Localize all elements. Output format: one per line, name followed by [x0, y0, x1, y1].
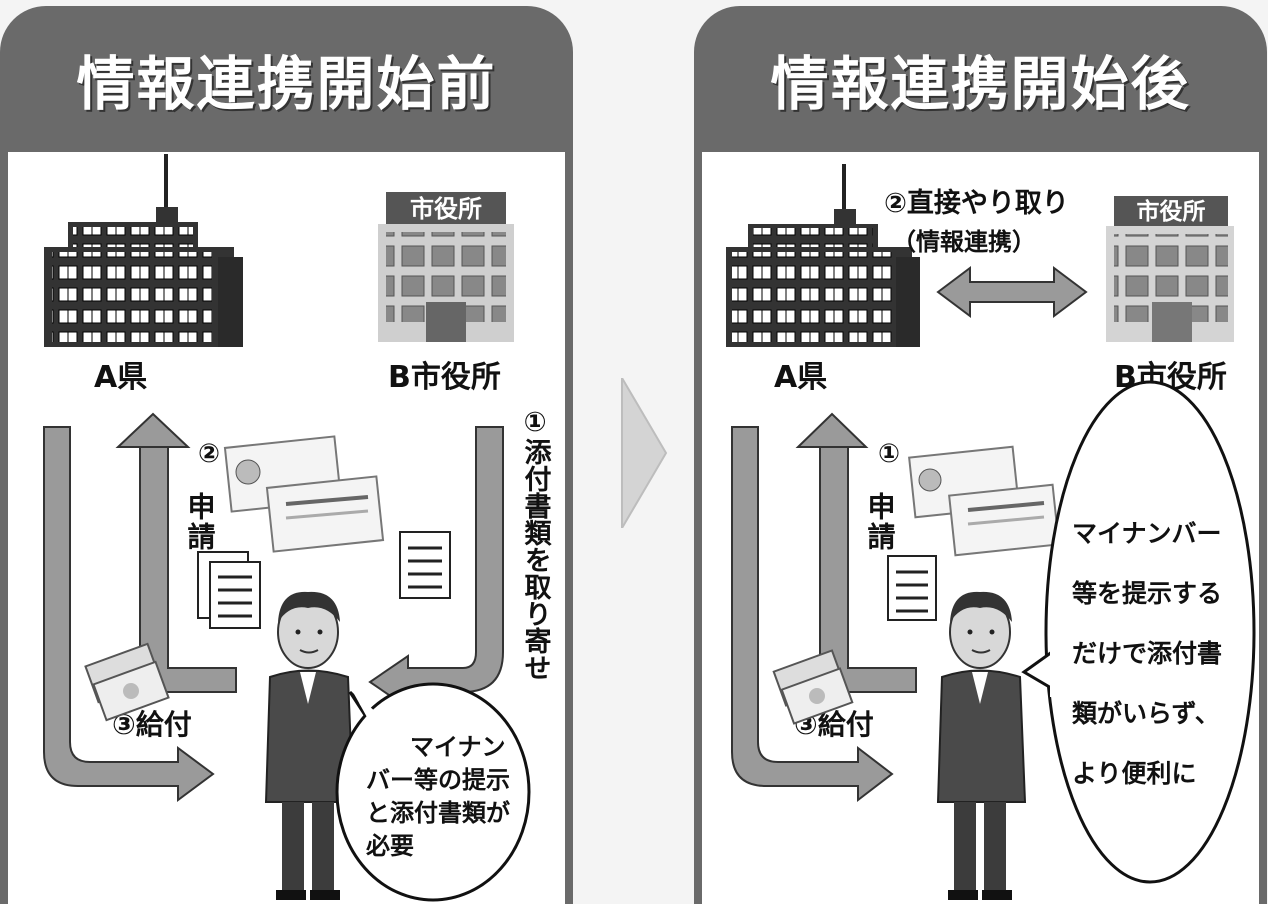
- city-sign-text: 市役所: [1137, 198, 1206, 225]
- bubble-line: 必要: [366, 832, 414, 860]
- city-sign-text: 市役所: [410, 195, 482, 223]
- bubble-line: 等を提示する: [1072, 579, 1222, 608]
- bubble-line: と添付書類が: [366, 799, 510, 827]
- document-icon: [887, 555, 937, 621]
- prefecture-building-icon: [726, 164, 920, 347]
- bubble-line: マイナン: [410, 733, 506, 761]
- step1-label: ①添付書類を取り寄せ: [520, 407, 552, 681]
- pref-label: A県: [94, 360, 147, 395]
- step2-label: 申請: [184, 492, 217, 552]
- id-card-icon: [223, 435, 385, 553]
- person-icon: [264, 591, 355, 900]
- bubble-line: だけで添付書: [1072, 639, 1222, 668]
- panel-title: 情報連携開始前: [76, 50, 497, 118]
- step2-number: ②: [198, 439, 220, 469]
- bubble-line: より便利に: [1072, 759, 1197, 788]
- exchange-sub-label: （情報連携）: [892, 228, 1036, 256]
- city-hall-building-icon: 市役所: [1106, 196, 1234, 342]
- before-diagram: A県 市役所 B市役所 ② 申請 ①添付書類を取り寄せ ③給付: [43, 154, 552, 902]
- city-label: B市役所: [388, 360, 501, 395]
- pref-label: A県: [774, 360, 827, 395]
- bubble-line: バー等の提示: [366, 766, 510, 794]
- panel-body: A県 市役所 B市役所 ② 申請 ①添付書類を取り寄せ ③給付: [8, 152, 565, 904]
- double-arrow-icon: [936, 266, 1088, 318]
- bubble-line: 類がいらず、: [1072, 699, 1220, 728]
- document-icon: [399, 531, 451, 599]
- id-card-icon: [908, 445, 1060, 557]
- transition-arrow-icon: [621, 378, 668, 528]
- city-hall-building-icon: 市役所: [378, 192, 514, 342]
- money-icon: [84, 642, 170, 722]
- money-icon: [772, 649, 854, 725]
- panel-before: 情報連携開始前 A県: [0, 6, 573, 904]
- after-diagram: A県 市役所 B市役所 ②直接やり取り （情報連携） ① 申請 ③給付: [726, 164, 1256, 900]
- person-icon: [936, 591, 1027, 900]
- panel-after: 情報連携開始後 A県 市役所 B市役所: [694, 6, 1267, 904]
- exchange-label: ②直接やり取り: [884, 188, 1069, 219]
- benefit-arrow: [43, 426, 215, 802]
- benefit-arrow: [731, 426, 894, 803]
- bubble-line: マイナンバー: [1072, 519, 1222, 548]
- speech-bubble: マイナン バー等の提示 と添付書類が 必要: [335, 682, 531, 902]
- panel-body: A県 市役所 B市役所 ②直接やり取り （情報連携） ① 申請 ③給付: [702, 152, 1259, 904]
- panel-title: 情報連携開始後: [770, 50, 1191, 118]
- step1-label: 申請: [864, 492, 897, 552]
- speech-bubble: マイナンバー 等を提示する だけで添付書 類がいらず、 より便利に: [1021, 380, 1256, 884]
- documents-icon: [197, 551, 261, 629]
- prefecture-building-icon: [44, 154, 243, 347]
- step1-number: ①: [878, 439, 900, 469]
